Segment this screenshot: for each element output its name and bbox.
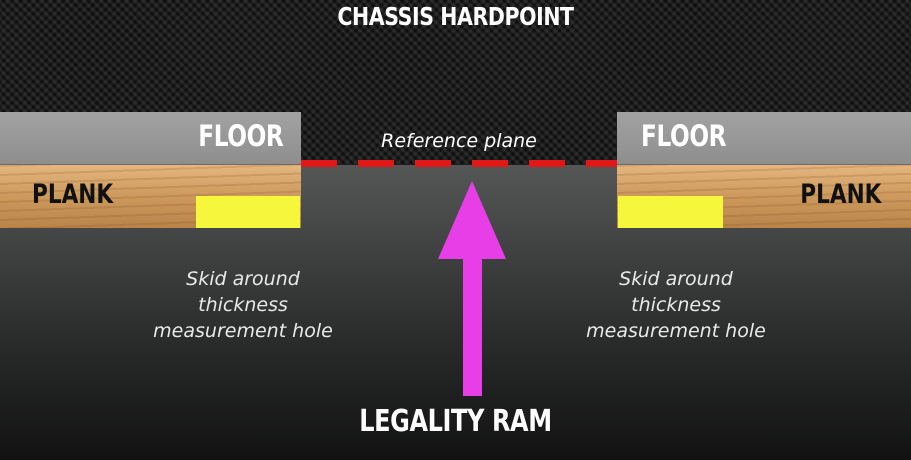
skid-note-right-line: Skid around <box>619 268 733 290</box>
reference-plane-label: Reference plane <box>381 130 537 152</box>
skid-note-right-line: measurement hole <box>586 320 766 342</box>
skid-right <box>618 196 723 228</box>
legality-ram-label: LEGALITY RAM <box>359 404 552 439</box>
skid-note-right: Skid around thickness measurement hole <box>556 266 796 344</box>
floor-right-block: FLOOR <box>617 112 911 165</box>
legality-ram-arrowhead <box>438 181 506 259</box>
chassis-hardpoint-title: CHASSIS HARDPOINT <box>337 2 574 31</box>
plank-right-label: PLANK <box>799 179 881 210</box>
skid-note-left: Skid around thickness measurement hole <box>123 266 363 344</box>
skid-note-left-line: measurement hole <box>153 320 333 342</box>
legality-ram-shaft <box>463 255 482 396</box>
plank-left-label: PLANK <box>32 179 114 210</box>
floor-right-label: FLOOR <box>641 119 727 153</box>
skid-note-right-line: thickness <box>631 294 721 316</box>
skid-left <box>196 196 300 228</box>
skid-note-left-line: thickness <box>198 294 288 316</box>
floor-left-block: FLOOR <box>0 112 301 165</box>
floor-left-label: FLOOR <box>197 119 284 153</box>
skid-note-left-line: Skid around <box>186 268 300 290</box>
